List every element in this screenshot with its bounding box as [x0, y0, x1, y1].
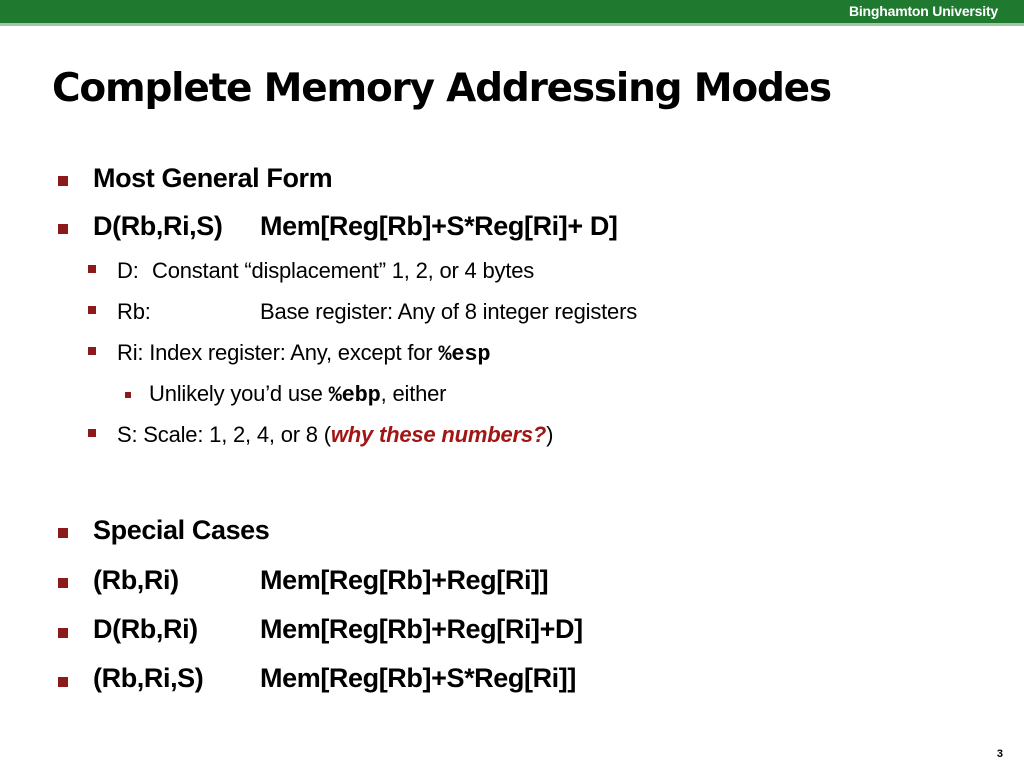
- esp-register-code: %esp: [438, 342, 491, 367]
- scale-text: S: Scale: 1, 2, 4, or 8 (: [117, 422, 331, 447]
- bullet-square-icon: [88, 347, 96, 355]
- special-case-label: (Rb,Ri): [93, 565, 179, 595]
- general-form-value: Mem[Reg[Rb]+S*Reg[Ri]+ D]: [260, 211, 618, 241]
- special-case-label: D(Rb,Ri): [93, 614, 198, 644]
- special-case-value: Mem[Reg[Rb]+S*Reg[Ri]]: [260, 663, 576, 693]
- ebp-note-suffix: , either: [380, 381, 447, 406]
- bullet-square-icon: [58, 628, 68, 638]
- displacement-text: Constant “displacement” 1, 2, or 4 bytes: [152, 258, 535, 283]
- bullet-square-icon: [58, 677, 68, 687]
- special-case-value: Mem[Reg[Rb]+Reg[Ri]]: [260, 565, 549, 595]
- ebp-note-prefix: Unlikely you’d use: [149, 381, 329, 406]
- bullet-square-icon: [88, 265, 96, 273]
- page-number: 3: [996, 748, 1003, 760]
- special-case-label: (Rb,Ri,S): [93, 663, 204, 693]
- header-bar: [0, 0, 1024, 23]
- header-accent-line: [0, 23, 1024, 26]
- bullet-square-icon: [125, 392, 131, 398]
- base-register-text: Base register: Any of 8 integer register…: [260, 299, 637, 324]
- slide-title: Complete Memory Addressing Modes: [52, 66, 832, 111]
- bullet-square-icon: [58, 176, 68, 186]
- bullet-square-icon: [58, 528, 68, 538]
- base-register-label: Rb:: [117, 299, 151, 324]
- scale-close-paren: ): [546, 422, 554, 447]
- general-form-label: D(Rb,Ri,S): [93, 211, 223, 241]
- ebp-register-code: %ebp: [328, 383, 381, 408]
- special-case-value: Mem[Reg[Rb]+Reg[Ri]+D]: [260, 614, 583, 644]
- general-form-heading: Most General Form: [93, 163, 333, 193]
- index-register-line: Ri: Index register: Any, except for %esp: [117, 340, 491, 367]
- ebp-note-line: Unlikely you’d use %ebp, either: [149, 381, 447, 408]
- displacement-label: D:: [117, 258, 139, 283]
- bullet-square-icon: [58, 224, 68, 234]
- special-cases-heading: Special Cases: [93, 515, 270, 545]
- university-name: Binghamton University: [848, 3, 998, 19]
- bullet-square-icon: [88, 306, 96, 314]
- bullet-square-icon: [58, 578, 68, 588]
- bullet-square-icon: [88, 429, 96, 437]
- scale-line: S: Scale: 1, 2, 4, or 8 (why these numbe…: [117, 422, 553, 448]
- index-register-text: Ri: Index register: Any, except for: [117, 340, 439, 365]
- scale-question: why these numbers?: [330, 422, 547, 447]
